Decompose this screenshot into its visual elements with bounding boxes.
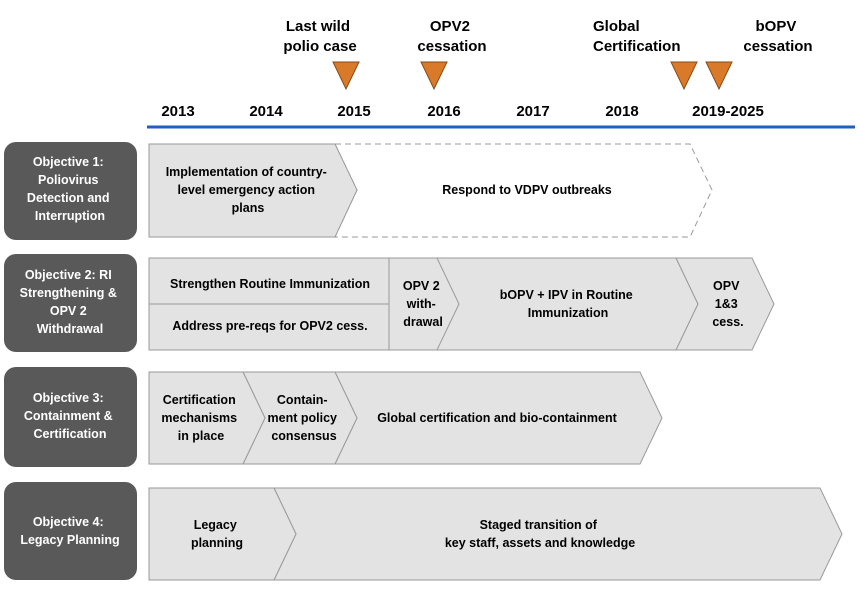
address-prereqs-label: Address pre-reqs for OPV2 cess. — [172, 319, 367, 333]
milestone-opv2-cessation-label: OPV2 cessation — [417, 18, 486, 55]
objective-3-label: Objective 3: Containment & Certification — [24, 391, 116, 441]
respond-vdpv-outbreaks-label: Respond to VDPV outbreaks — [442, 183, 612, 197]
year-2017: 2017 — [516, 103, 549, 120]
implementation-emergency-plans-label: Implementation of country- level emergen… — [166, 165, 331, 215]
staged-transition-label: Staged transition of key staff, assets a… — [445, 518, 635, 550]
strengthen-ri-box — [148, 257, 390, 305]
certification-mechanisms-label: Certification mechanisms in place — [161, 393, 240, 443]
staged-transition-box — [273, 487, 843, 581]
objective-2-label: Objective 2: RI Strengthening & OPV 2 Wi… — [20, 268, 121, 336]
objective-1-label: Objective 1: Poliovirus Detection and In… — [27, 155, 113, 223]
strengthen-ri-label: Strengthen Routine Immunization — [170, 277, 370, 291]
year-2015: 2015 — [337, 103, 370, 120]
opv13-cessation-label: OPV 1&3 cess. — [712, 279, 743, 329]
year-2018: 2018 — [605, 103, 638, 120]
objective-1: Objective 1: Poliovirus Detection and In… — [4, 142, 137, 240]
containment-policy-consensus-label: Contain- ment policy consensus — [268, 393, 341, 443]
opv2-withdrawal-label: OPV 2 with- drawal — [403, 279, 443, 329]
milestone-bopv-cessation-marker-icon — [705, 61, 733, 91]
implementation-emergency-plans-box — [148, 143, 358, 238]
bopv-ipv-routine-label: bOPV + IPV in Routine Immunization — [500, 288, 637, 320]
milestone-global-certification-label: Global Certification — [593, 18, 681, 55]
global-certification-biocontainment-label: Global certification and bio-containment — [377, 411, 617, 425]
milestone-global-certification-marker-icon — [670, 61, 698, 91]
opv2-withdrawal-box — [388, 257, 460, 351]
certification-mechanisms-box — [148, 371, 266, 465]
milestone-bopv-cessation-label: bOPV cessation — [743, 18, 812, 55]
legacy-planning-box — [148, 487, 297, 581]
year-2016: 2016 — [427, 103, 460, 120]
year-2019-2025: 2019-2025 — [692, 103, 764, 120]
year-2013: 2013 — [161, 103, 194, 120]
milestone-last-wild-polio-label: Last wild polio case — [283, 18, 356, 55]
milestone-opv2-cessation-marker-icon — [420, 61, 448, 91]
objective-4-label: Objective 4: Legacy Planning — [20, 515, 119, 547]
objective-2: Objective 2: RI Strengthening & OPV 2 Wi… — [4, 254, 137, 352]
objective-4: Objective 4: Legacy Planning — [4, 482, 137, 580]
address-prereqs-box — [148, 303, 390, 351]
opv13-cessation-box — [675, 257, 775, 351]
year-2014: 2014 — [249, 103, 283, 120]
legacy-planning-label: Legacy planning — [191, 518, 243, 550]
objective-3: Objective 3: Containment & Certification — [4, 367, 137, 467]
milestone-last-wild-polio-marker-icon — [332, 61, 360, 91]
